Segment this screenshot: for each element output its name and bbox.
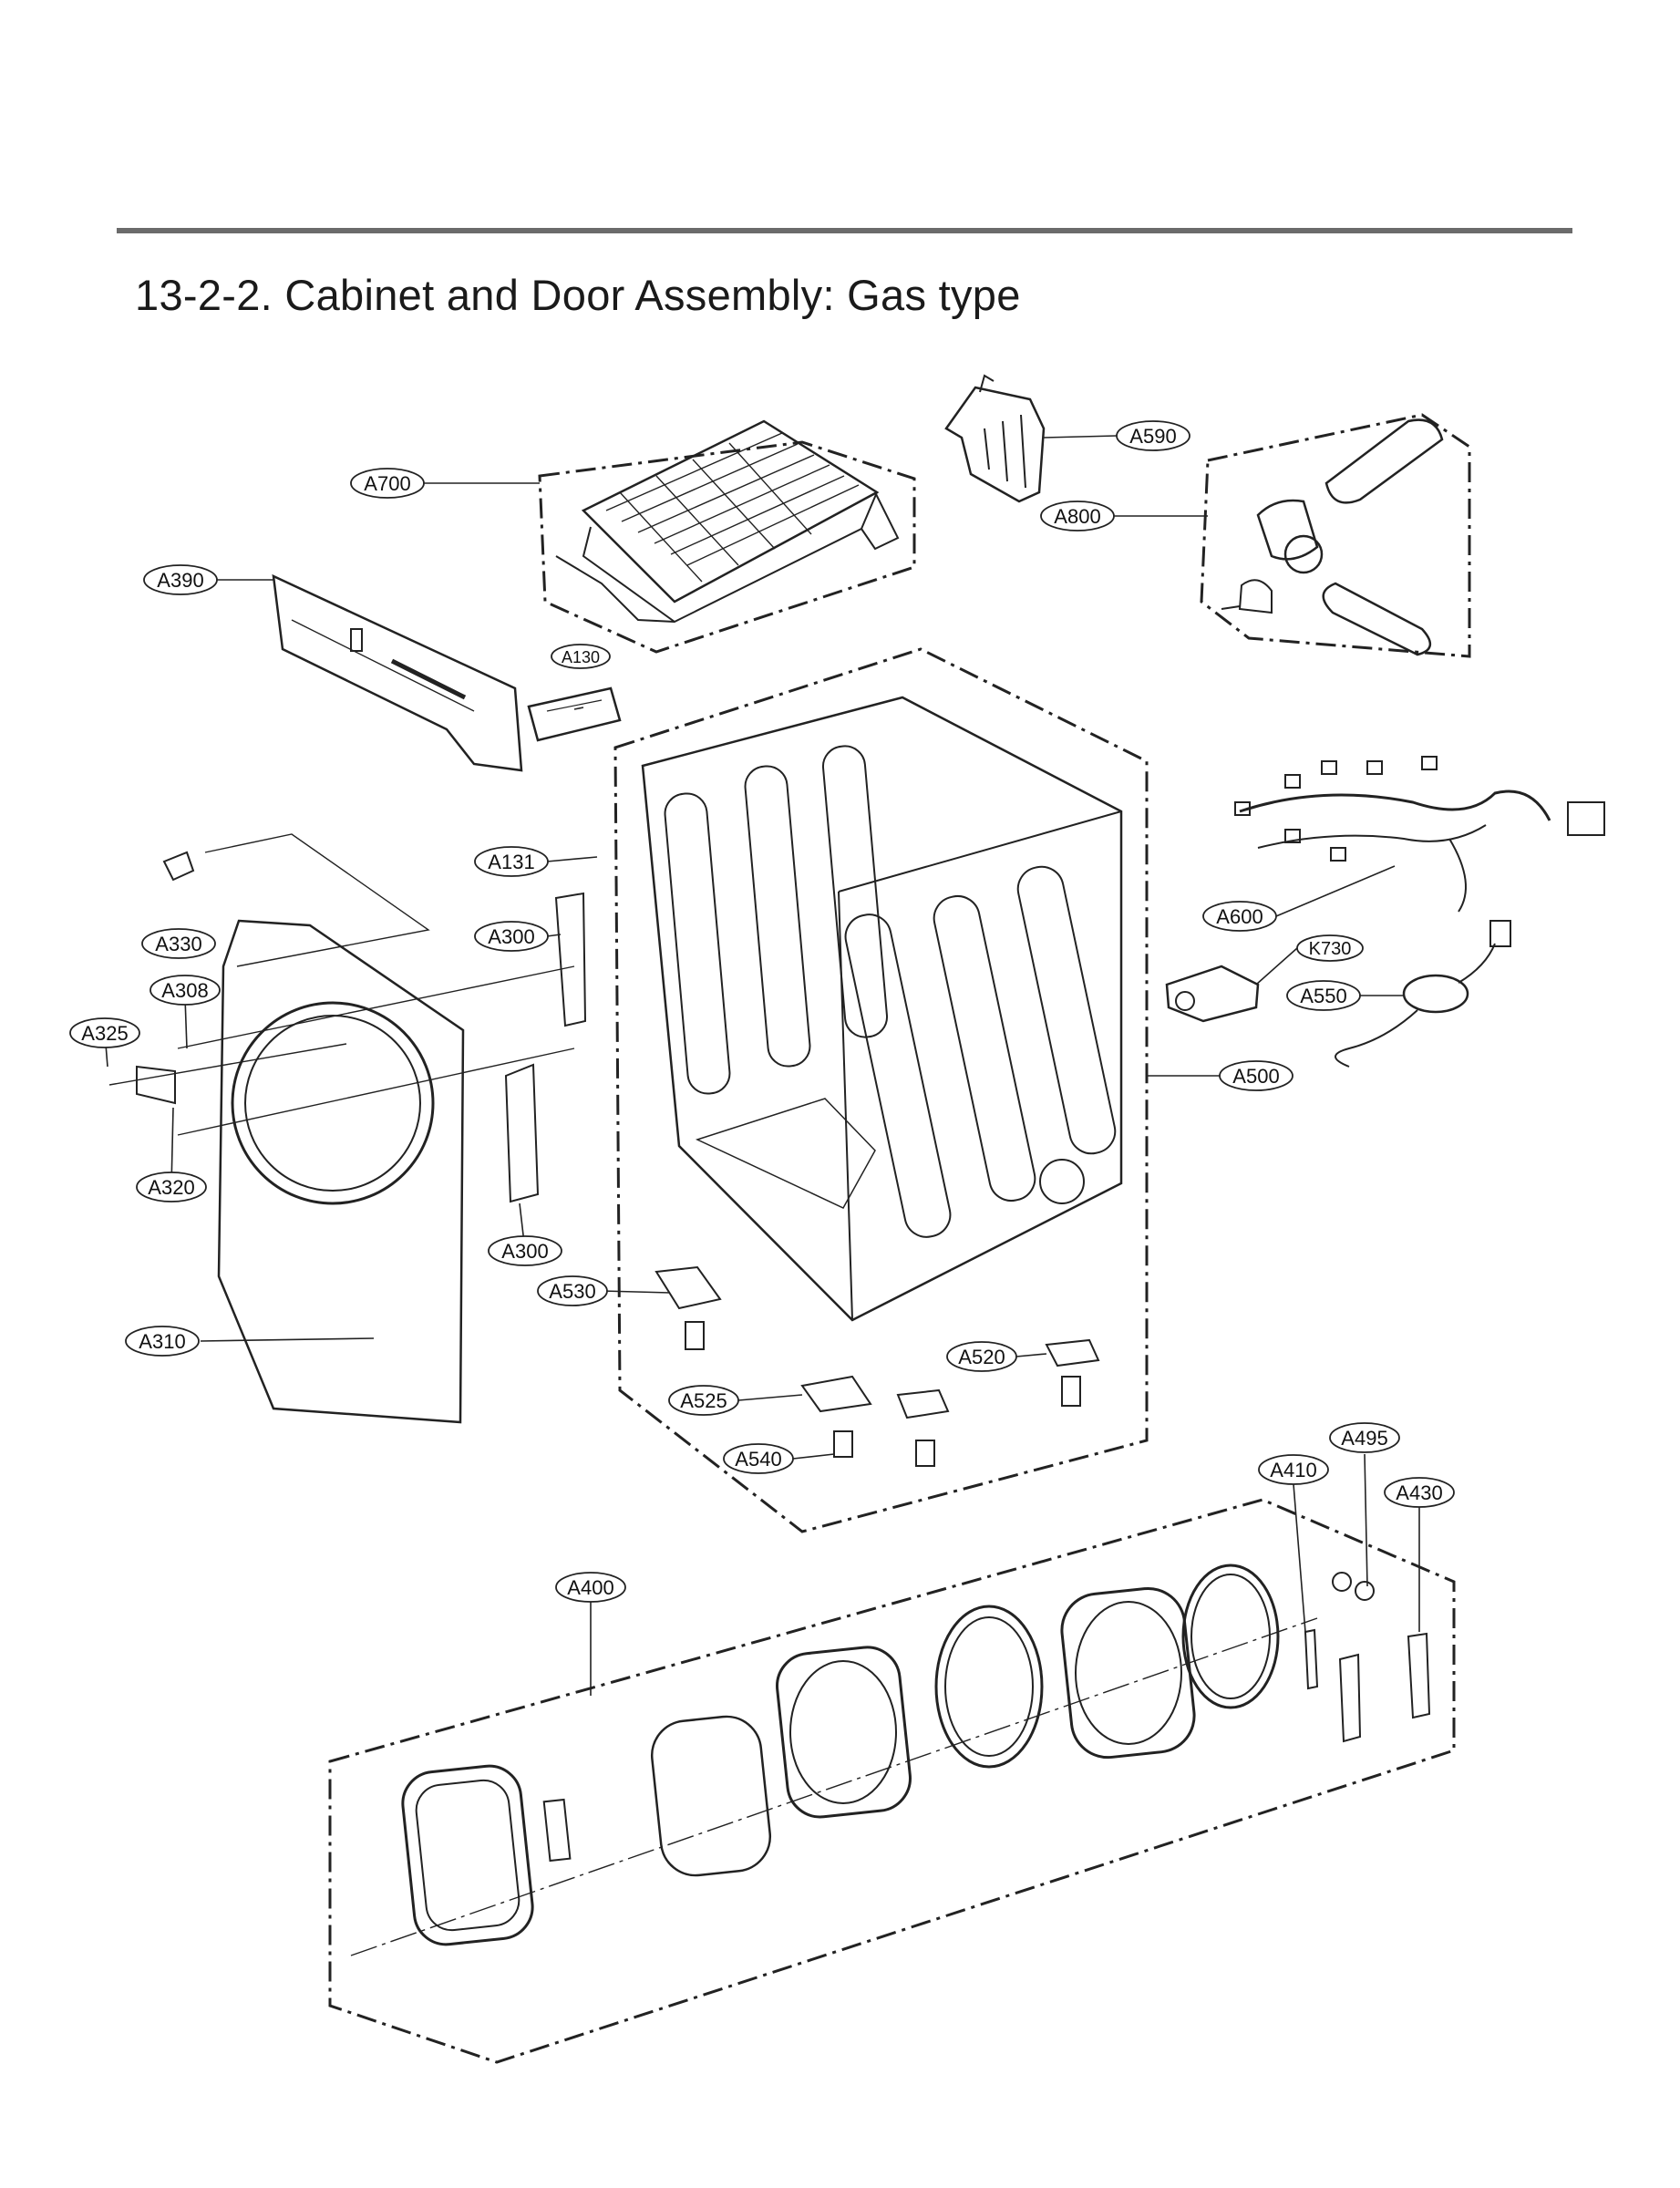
svg-text:A400: A400 — [567, 1576, 613, 1599]
callout-a600: A600 — [1202, 901, 1277, 932]
svg-text:A330: A330 — [155, 933, 201, 955]
door-group — [328, 1498, 1456, 2064]
top-cover-group — [538, 419, 916, 654]
svg-text:A800: A800 — [1054, 505, 1100, 528]
svg-text:A300: A300 — [501, 1240, 548, 1263]
leveling-feet-group — [654, 1265, 1100, 1467]
callout-a308: A308 — [149, 975, 221, 1006]
callout-a430: A430 — [1384, 1477, 1455, 1508]
svg-text:A320: A320 — [148, 1176, 194, 1199]
callout-a540: A540 — [723, 1443, 794, 1474]
callout-a550: A550 — [1286, 980, 1361, 1011]
callout-a530: A530 — [537, 1275, 608, 1306]
callout-a590: A590 — [1116, 420, 1190, 451]
svg-text:A310: A310 — [139, 1330, 185, 1353]
svg-text:A308: A308 — [161, 979, 208, 1002]
power-cord-a550 — [1335, 920, 1511, 1068]
callout-a500: A500 — [1219, 1060, 1293, 1091]
callout-k730: K730 — [1296, 934, 1364, 962]
exhaust-duct-group — [1200, 413, 1471, 658]
svg-text:A495: A495 — [1341, 1427, 1387, 1450]
svg-text:A500: A500 — [1232, 1065, 1279, 1088]
leader-lines — [104, 435, 1420, 1696]
callout-a495: A495 — [1329, 1422, 1400, 1453]
page-title: 13-2-2. Cabinet and Door Assembly: Gas t… — [135, 271, 1021, 319]
callout-a390: A390 — [143, 564, 218, 595]
svg-text:A430: A430 — [1396, 1481, 1442, 1504]
callout-a131: A131 — [474, 846, 549, 877]
header-rule — [117, 228, 1572, 233]
callout-a400: A400 — [555, 1572, 626, 1603]
callout-a700: A700 — [350, 468, 425, 499]
wire-harness-a600 — [1234, 756, 1605, 913]
bracket-a590 — [944, 374, 1046, 503]
svg-text:A525: A525 — [680, 1389, 727, 1412]
svg-text:A590: A590 — [1129, 425, 1176, 448]
cabinet-group — [613, 647, 1149, 1533]
callout-a520: A520 — [946, 1341, 1017, 1372]
svg-text:A600: A600 — [1216, 905, 1263, 928]
callout-a300-bottom: A300 — [488, 1235, 562, 1266]
svg-text:A530: A530 — [549, 1280, 595, 1303]
svg-text:A325: A325 — [81, 1022, 128, 1045]
svg-text:A550: A550 — [1300, 985, 1346, 1007]
callout-a320: A320 — [136, 1171, 207, 1202]
panel-bracket-a390 — [272, 573, 523, 772]
svg-text:A390: A390 — [157, 569, 203, 592]
callout-labels: A590 A700 A800 A390 A130 A131 A600 K730 … — [69, 420, 1455, 1603]
callout-a300-top: A300 — [474, 921, 549, 952]
callout-a525: A525 — [668, 1385, 739, 1416]
svg-text:A520: A520 — [958, 1346, 1005, 1368]
front-panel-a310 — [108, 833, 587, 1424]
callout-a310: A310 — [125, 1326, 200, 1357]
callout-a325: A325 — [69, 1017, 140, 1048]
callout-a410: A410 — [1258, 1454, 1329, 1485]
gas-valve-k730 — [1165, 965, 1260, 1023]
svg-text:A410: A410 — [1270, 1459, 1316, 1481]
svg-text:K730: K730 — [1309, 939, 1352, 959]
svg-text:A540: A540 — [735, 1448, 781, 1471]
svg-text:A130: A130 — [562, 648, 600, 666]
pcb-a130 — [527, 686, 622, 742]
callout-a800: A800 — [1040, 501, 1115, 532]
svg-text:A700: A700 — [364, 472, 410, 495]
callout-a130: A130 — [551, 644, 611, 669]
svg-text:A131: A131 — [488, 851, 534, 873]
svg-text:A300: A300 — [488, 925, 534, 948]
callout-a330: A330 — [141, 928, 216, 959]
